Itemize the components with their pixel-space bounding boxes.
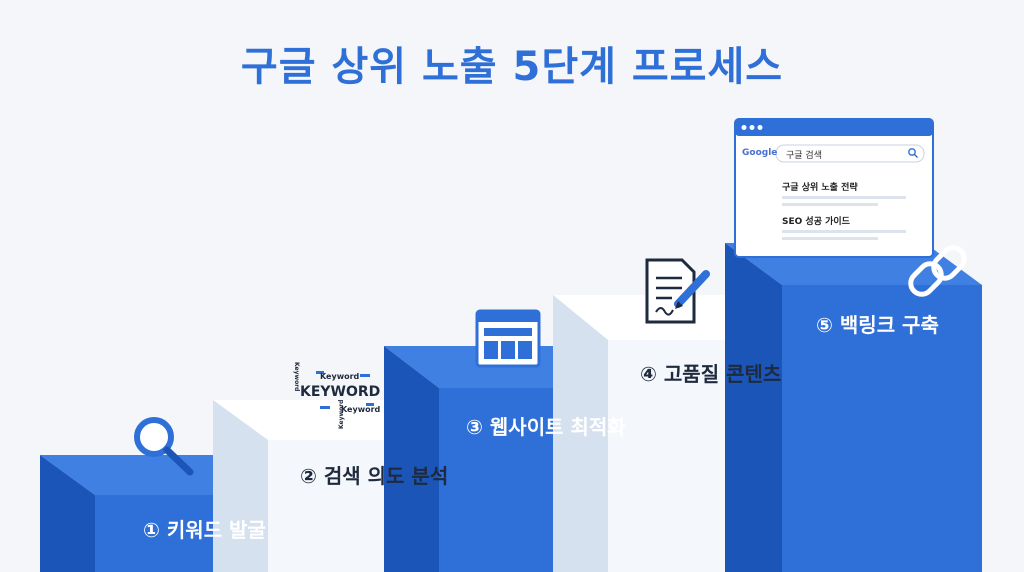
document-pen-icon: [645, 258, 710, 324]
page-title: 구글 상위 노출 5단계 프로세스: [240, 44, 784, 90]
keyword-cloud-small-bottom: Keyword: [341, 405, 381, 414]
keyword-cloud-small-right: Keyword: [338, 399, 345, 429]
website-layout-icon: [475, 309, 541, 368]
browser-brand: Google: [742, 148, 778, 158]
step-label-1: ① 키워드 발굴: [143, 518, 266, 542]
browser-result-2: SEO 성공 가이드: [782, 217, 850, 227]
keyword-cloud-small-left: Keyword: [293, 362, 300, 392]
keyword-cloud-small-top: Keyword: [320, 372, 360, 381]
chain-link-icon: [908, 245, 967, 297]
step-label-2: ② 검색 의도 분석: [300, 464, 449, 488]
browser-result-1: 구글 상위 노출 전략: [782, 183, 858, 193]
step-label-4: ④ 고품질 콘텐츠: [640, 362, 782, 386]
step-label-3: ③ 웹사이트 최적화: [466, 415, 626, 439]
browser-search-input: 구글 검색: [786, 151, 822, 161]
step-block-5: [725, 243, 982, 572]
magnifier-icon: [134, 417, 194, 476]
browser-window: [734, 118, 934, 258]
step-label-5: ⑤ 백링크 구축: [816, 313, 939, 337]
keyword-cloud-bars: [316, 371, 374, 409]
keyword-cloud-main: KEYWORD: [300, 384, 381, 400]
